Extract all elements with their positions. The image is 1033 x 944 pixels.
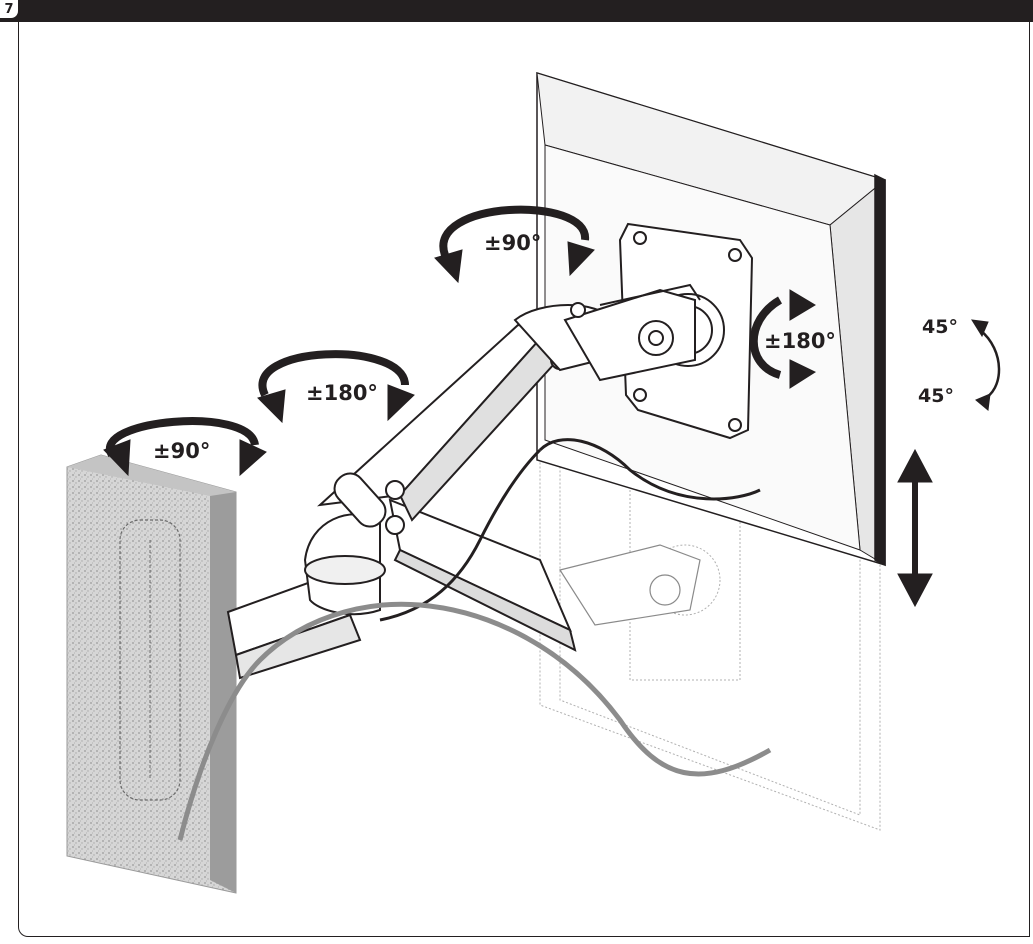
tilt-up-label: 45° (922, 316, 958, 338)
wall-swivel-label: ±90° (153, 439, 210, 463)
tilt-down-label: 45° (918, 385, 954, 407)
head-swivel-label: ±90° (484, 231, 541, 255)
monitor-arm (226, 283, 701, 680)
rotation-labels: ±90° ±180° ±90° ±180° 45° 45° (153, 231, 958, 463)
wall-block (66, 454, 237, 894)
arm-swivel-label: ±180° (306, 381, 378, 405)
step-badge: 7 (0, 0, 20, 20)
step-number: 7 (4, 2, 14, 17)
cables (177, 438, 772, 841)
illustration-frame (18, 20, 1030, 937)
rotation-arrows (103, 205, 1001, 608)
screen-rotation-label: ±180° (764, 329, 836, 353)
header-bar (0, 0, 1033, 22)
